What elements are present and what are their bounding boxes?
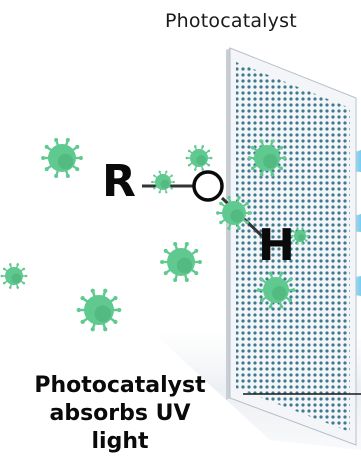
virus-icon bbox=[160, 242, 202, 282]
virus-icon bbox=[256, 271, 296, 309]
virus-icon bbox=[76, 288, 122, 332]
virus-icon bbox=[41, 138, 83, 178]
virus-icon bbox=[247, 139, 287, 177]
atom-r-label: R bbox=[102, 156, 136, 207]
caption-text: Photocatalyst absorbs UV light bbox=[2, 372, 238, 456]
virus-icon bbox=[0, 263, 28, 289]
caption-line-2: absorbs UV bbox=[49, 401, 191, 426]
virus-icon bbox=[216, 195, 252, 231]
virus-group bbox=[0, 138, 310, 332]
caption-line-3: light bbox=[91, 429, 149, 454]
caption-line-1: Photocatalyst bbox=[34, 373, 206, 398]
photocatalyst-label: Photocatalyst bbox=[165, 10, 297, 32]
molecule-center-atom bbox=[192, 170, 224, 202]
virus-icon bbox=[290, 227, 310, 245]
atom-h-label: H bbox=[258, 220, 295, 271]
virus-icon bbox=[185, 145, 213, 171]
virus-icon bbox=[151, 170, 175, 194]
